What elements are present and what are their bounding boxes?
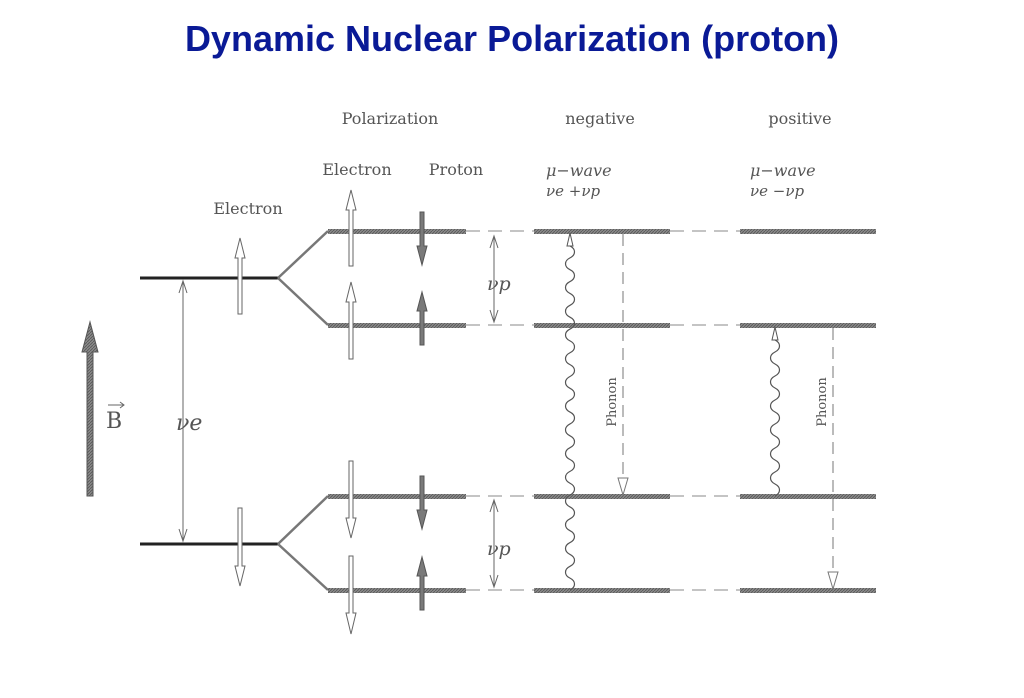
negative-microwave-label: μ−wave bbox=[546, 161, 612, 180]
polarization-proton-arrows bbox=[416, 211, 428, 611]
negative-header: negative bbox=[565, 109, 635, 128]
negative-frequency-label: νe +νp bbox=[546, 182, 600, 200]
level-splitting-lines bbox=[277, 230, 329, 591]
negative-microwave-arrowhead-icon bbox=[566, 232, 574, 247]
positive-frequency-label: νe −νp bbox=[750, 182, 804, 200]
positive-microwave-arrowhead-icon bbox=[771, 326, 779, 341]
nu-p-lower-arrow bbox=[489, 498, 499, 589]
nu-p-upper-label: νp bbox=[487, 273, 511, 295]
dashed-level-connectors bbox=[466, 230, 740, 591]
nu-e-arrow bbox=[178, 279, 188, 543]
electron-column-label: Electron bbox=[322, 160, 391, 179]
polarization-header: Polarization bbox=[342, 109, 439, 128]
positive-microwave-label: μ−wave bbox=[750, 161, 816, 180]
electron-level-label: Electron bbox=[213, 199, 282, 218]
positive-phonon-label: Phonon bbox=[815, 377, 830, 427]
electron-spin-down-arrow-icon bbox=[234, 507, 246, 587]
positive-microwave-wave bbox=[769, 339, 781, 497]
nu-p-upper-arrow bbox=[489, 234, 499, 324]
nu-e-label: νe bbox=[176, 411, 202, 436]
vector-arrow-icon bbox=[108, 401, 125, 409]
nu-p-lower-label: νp bbox=[487, 538, 511, 560]
split-levels bbox=[328, 229, 876, 593]
proton-column-label: Proton bbox=[429, 160, 483, 179]
field-label: B bbox=[106, 409, 122, 434]
page-title: Dynamic Nuclear Polarization (proton) bbox=[184, 18, 840, 59]
negative-microwave-wave bbox=[564, 245, 576, 591]
negative-phonon-arrow bbox=[617, 234, 629, 497]
electron-spin-up-arrow-icon bbox=[234, 237, 246, 315]
positive-phonon-arrow bbox=[827, 328, 839, 591]
negative-phonon-label: Phonon bbox=[605, 377, 620, 427]
polarization-electron-arrows bbox=[345, 189, 357, 635]
magnetic-field-arrow-icon bbox=[81, 320, 99, 497]
positive-header: positive bbox=[768, 109, 831, 128]
